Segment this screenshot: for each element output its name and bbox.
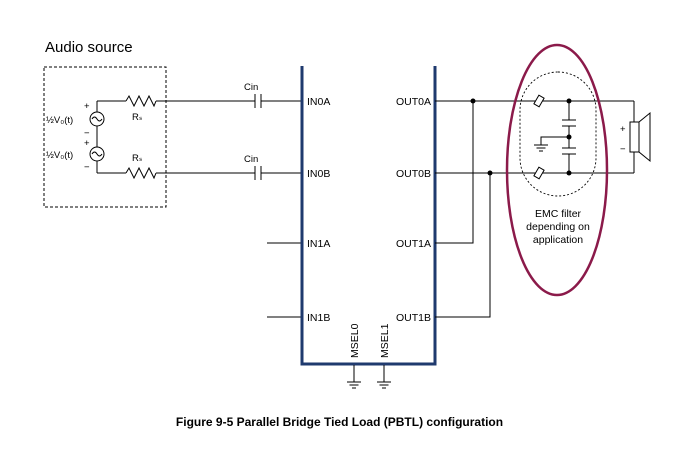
ground-symbol [377, 365, 391, 389]
pin-msel1: MSEL1 [379, 323, 391, 358]
pin-in1b: IN1B [307, 312, 330, 324]
ferrite-bead-top [533, 94, 545, 108]
voltage-source-bottom [89, 146, 105, 162]
wire [435, 173, 491, 318]
audio-source-label: Audio source [45, 39, 133, 56]
resistor-bottom-label: Rₛ [132, 153, 143, 164]
figure-caption: Figure 9-5 Parallel Bridge Tied Load (PB… [175, 415, 504, 429]
source-top-minus: − [84, 128, 90, 139]
speaker-minus: − [620, 144, 626, 155]
pin-out0b: OUT0B [396, 168, 431, 180]
junction-dot [487, 170, 493, 176]
wire [540, 136, 569, 145]
pin-msel0: MSEL0 [349, 323, 361, 358]
pin-out0a: OUT0A [396, 96, 431, 108]
emc-filter-label-line3: application [533, 234, 583, 246]
pbtl-schematic: Audio source ½V₀(t) ½V₀(t) + − + − Rₛ Ci… [43, 39, 651, 389]
speaker-icon [629, 121, 640, 153]
source-top-plus: + [84, 101, 90, 112]
capacitor-top-label: Cin [244, 82, 258, 93]
source-bottom-plus: + [84, 138, 90, 149]
speaker-plus: + [620, 124, 626, 135]
emc-filter-label-line2: depending on [526, 221, 590, 233]
ground-symbol [347, 365, 361, 389]
resistor-bottom [125, 166, 157, 180]
source-bottom-minus: − [84, 162, 90, 173]
junction-dot [470, 98, 476, 104]
resistor-top [125, 94, 157, 108]
pin-in0b: IN0B [307, 168, 330, 180]
speaker-cone-icon [638, 111, 651, 163]
pin-out1b: OUT1B [396, 312, 431, 324]
source-bottom-voltage-label: ½V₀(t) [46, 150, 73, 161]
ground-symbol [534, 144, 548, 152]
pin-in1a: IN1A [307, 238, 330, 250]
emc-filter-label-line1: EMC filter [535, 208, 582, 220]
amplifier-chip [300, 66, 437, 366]
voltage-source-top [89, 111, 105, 127]
source-top-voltage-label: ½V₀(t) [46, 115, 73, 126]
capacitor-bottom-label: Cin [244, 154, 258, 165]
audio-source-box [43, 66, 167, 208]
emc-highlight-ellipse [505, 43, 609, 297]
pin-in0a: IN0A [307, 96, 330, 108]
pin-out1a: OUT1A [396, 238, 431, 250]
ferrite-bead-bottom [533, 166, 545, 180]
wire [435, 101, 474, 244]
emc-filter-outline [519, 71, 597, 197]
resistor-top-label: Rₛ [132, 112, 143, 123]
